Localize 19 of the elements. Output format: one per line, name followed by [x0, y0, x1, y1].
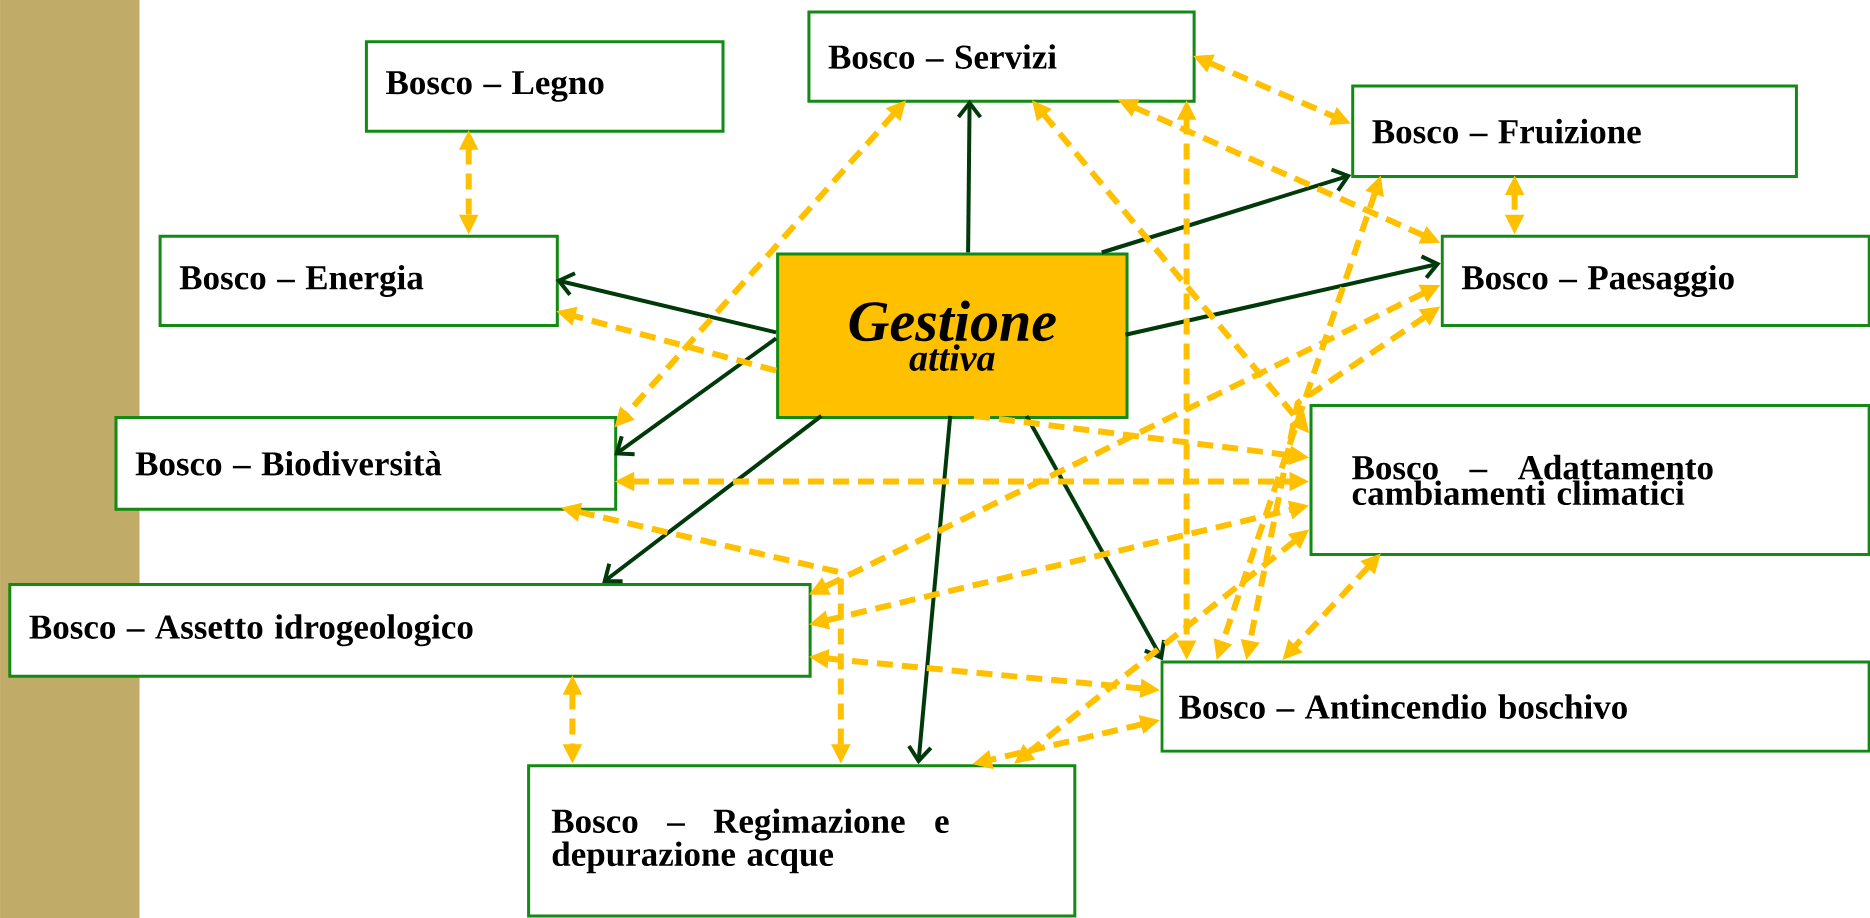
arrow	[956, 99, 983, 253]
arrow	[614, 336, 778, 457]
arrow	[555, 271, 777, 335]
topic-box: Bosco – Regimazione e depurazione acque	[527, 764, 1077, 918]
topic-box: Bosco – Legno	[364, 40, 725, 133]
topic-box: Bosco – Paesaggio	[1440, 234, 1870, 328]
arrow	[602, 414, 823, 584]
arrow	[907, 415, 953, 765]
arrow	[1125, 254, 1441, 337]
arrow	[1101, 167, 1352, 255]
central-box: Gestione attiva	[776, 252, 1129, 419]
topic-box: Bosco – Servizi	[807, 10, 1196, 103]
topic-box: Bosco – Assetto idrogeologico	[8, 582, 812, 678]
topic-box: Bosco – Antincendio boschivo	[1160, 660, 1870, 753]
topic-box: Bosco – Adattamento cambiamenti climatici	[1309, 403, 1870, 557]
topic-box: Bosco – Energia	[158, 234, 559, 328]
arrow	[1024, 414, 1166, 661]
topic-box: Bosco – Biodiversità	[114, 415, 618, 511]
topic-box: Bosco – Fruizione	[1351, 84, 1798, 178]
